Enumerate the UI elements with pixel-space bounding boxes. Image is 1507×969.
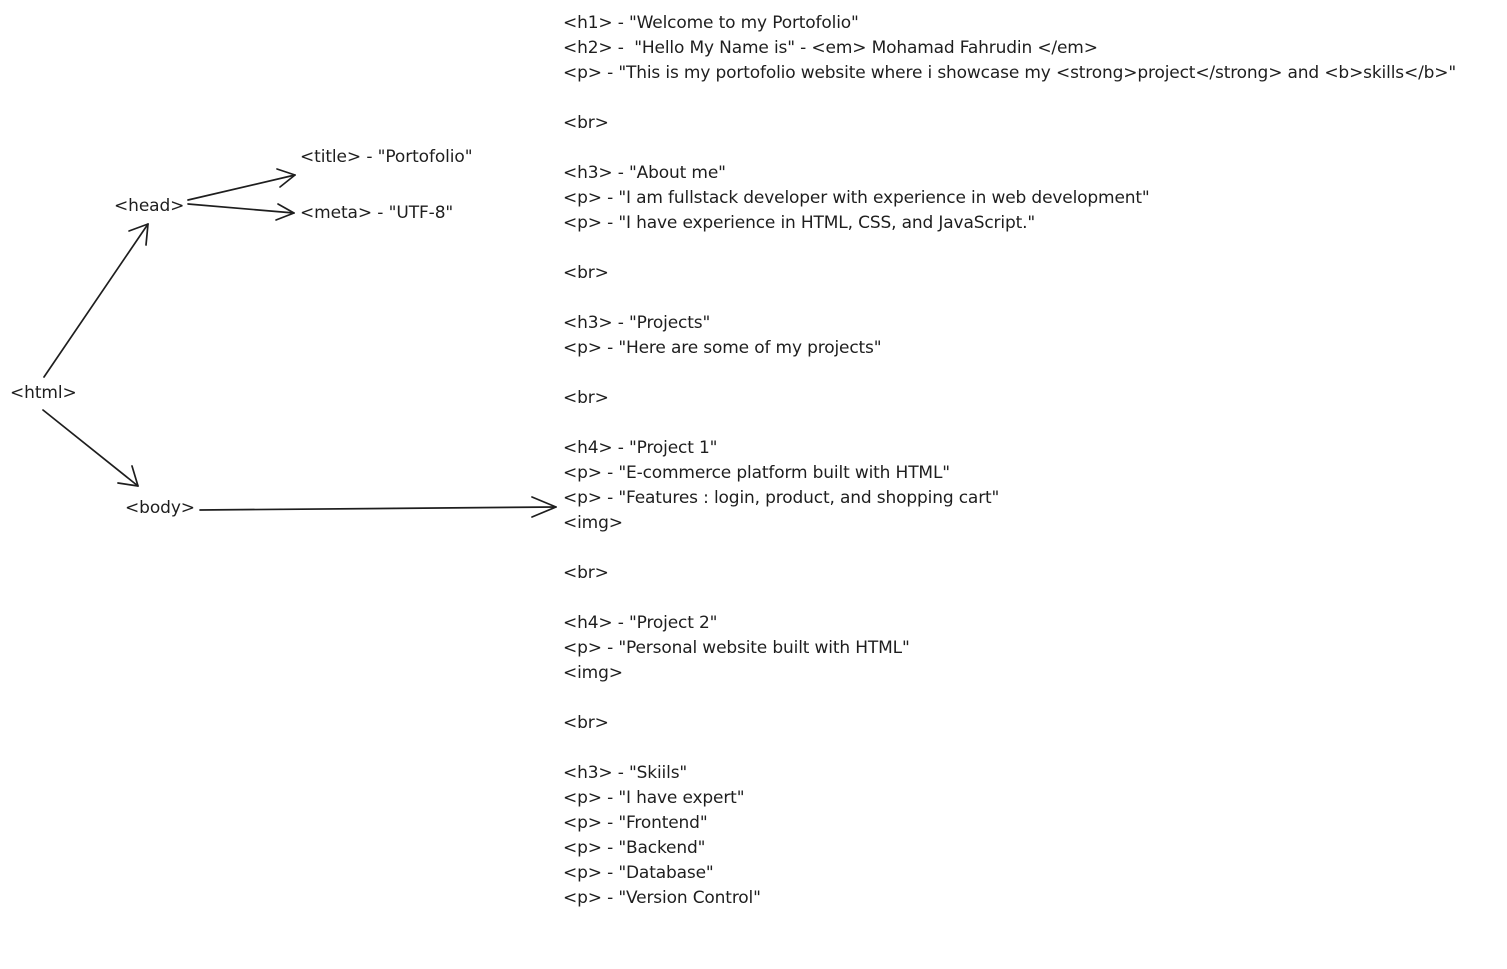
body-content-line: <p> - "Here are some of my projects" bbox=[563, 338, 882, 358]
body-content-line: <h1> - "Welcome to my Portofolio" bbox=[563, 13, 859, 33]
body-content-line: <h3> - "About me" bbox=[563, 163, 726, 183]
body-content-line: <img> bbox=[563, 513, 623, 533]
arrowhead-html-to-body bbox=[117, 465, 139, 487]
arrow-body-to-content bbox=[199, 506, 557, 511]
body-content-line: <p> - "I am fullstack developer with exp… bbox=[563, 188, 1150, 208]
body-content-line: <p> - "Personal website built with HTML" bbox=[563, 638, 910, 658]
arrowhead-html-to-head bbox=[128, 223, 149, 246]
body-content-line: <h3> - "Projects" bbox=[563, 313, 711, 333]
body-content-line: <p> - "I have expert" bbox=[563, 788, 745, 808]
node-head: <head> bbox=[114, 196, 185, 216]
node-meta: <meta> - "UTF-8" bbox=[300, 203, 454, 223]
body-content-line bbox=[563, 586, 1503, 611]
body-content-line: <p> - "Features : login, product, and sh… bbox=[563, 488, 1000, 508]
arrow-html-to-head bbox=[43, 223, 149, 378]
body-content-line bbox=[563, 686, 1503, 711]
body-content-line: <h4> - "Project 1" bbox=[563, 438, 718, 458]
node-body: <body> bbox=[125, 498, 195, 518]
body-content-line: <h4> - "Project 2" bbox=[563, 613, 718, 633]
arrowhead-head-to-title bbox=[276, 168, 296, 188]
arrow-head-to-meta bbox=[187, 203, 295, 214]
body-content-line: <img> bbox=[563, 663, 623, 683]
body-content-line bbox=[563, 136, 1503, 161]
arrowhead-body-to-content bbox=[531, 496, 557, 518]
node-html: <html> bbox=[10, 383, 77, 403]
body-content-line bbox=[563, 286, 1503, 311]
body-content-line: <p> - "Backend" bbox=[563, 838, 706, 858]
body-content-line: <p> - "E-commerce platform built with HT… bbox=[563, 463, 950, 483]
body-content-line bbox=[563, 411, 1503, 436]
body-content-line bbox=[563, 236, 1503, 261]
body-content-line: <h3> - "Skiils" bbox=[563, 763, 688, 783]
body-content-line: <br> bbox=[563, 713, 609, 733]
body-content-line: <p> - "Database" bbox=[563, 863, 714, 883]
arrowhead-head-to-meta bbox=[275, 203, 295, 221]
arrow-head-to-title bbox=[187, 174, 296, 201]
body-content-line: <br> bbox=[563, 113, 609, 133]
arrow-html-to-body bbox=[42, 409, 139, 487]
body-content-line: <p> - "This is my portofolio website whe… bbox=[563, 63, 1457, 83]
node-title: <title> - "Portofolio" bbox=[300, 147, 473, 167]
body-content-list: <h1> - "Welcome to my Portofolio" <h2> - … bbox=[563, 11, 1503, 911]
body-content-line: <p> - "I have experience in HTML, CSS, a… bbox=[563, 213, 1036, 233]
body-content-line: <p> - "Frontend" bbox=[563, 813, 708, 833]
body-content-line: <p> - "Version Control" bbox=[563, 888, 761, 908]
body-content-line: <h2> - "Hello My Name is" - <em> Mohamad… bbox=[563, 38, 1098, 58]
body-content-line: <br> bbox=[563, 263, 609, 283]
body-content-line bbox=[563, 86, 1503, 111]
body-content-line: <br> bbox=[563, 388, 609, 408]
body-content-line bbox=[563, 736, 1503, 761]
body-content-line bbox=[563, 361, 1503, 386]
body-content-line: <br> bbox=[563, 563, 609, 583]
body-content-line bbox=[563, 536, 1503, 561]
